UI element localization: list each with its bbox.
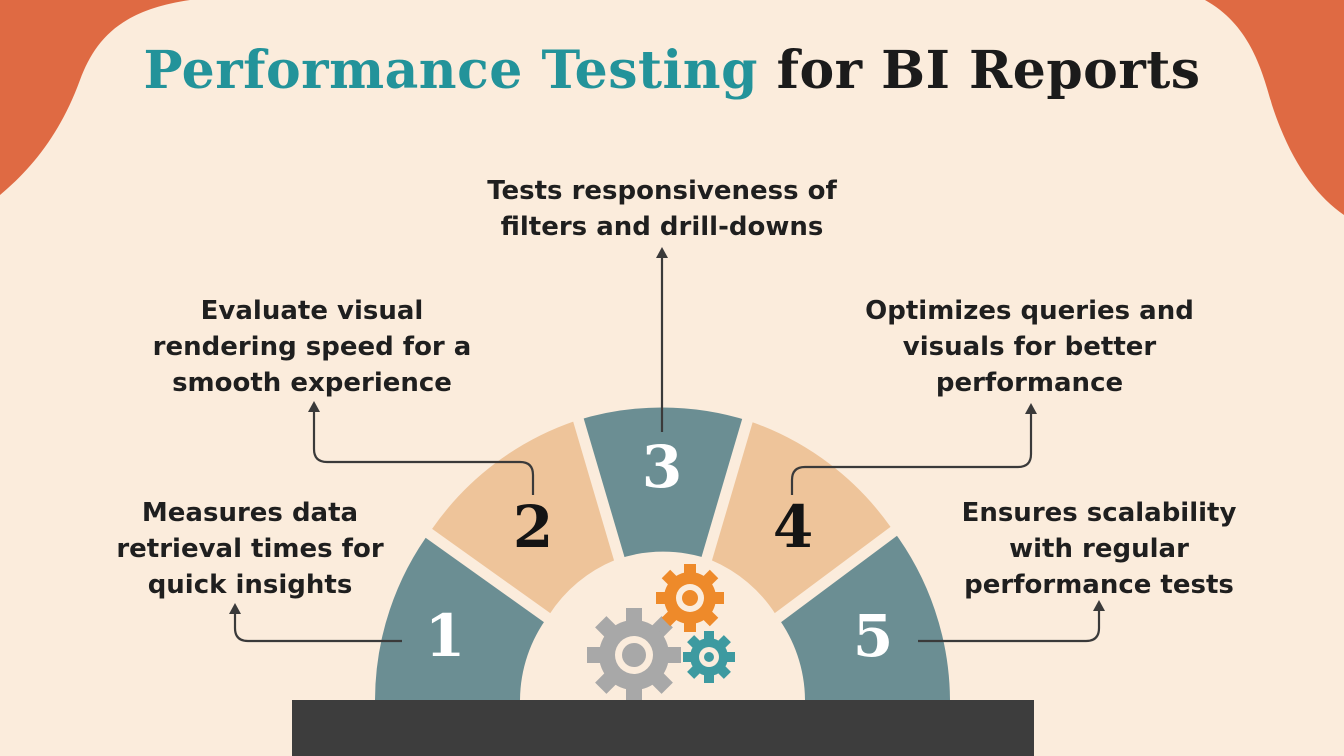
step-number-1: 1 bbox=[424, 602, 466, 670]
connectors bbox=[233, 252, 1101, 643]
base-platform bbox=[292, 700, 1034, 756]
gear-teal-icon bbox=[683, 631, 735, 683]
step-2-description: Evaluate visual rendering speed for a sm… bbox=[152, 296, 472, 398]
segment-2 bbox=[432, 421, 615, 615]
page-title: Performance Testing for BI Reports bbox=[0, 40, 1344, 101]
arc-segments bbox=[375, 407, 950, 700]
separator-3 bbox=[693, 403, 758, 587]
segment-5 bbox=[776, 529, 950, 700]
segment-3 bbox=[575, 407, 749, 560]
separator-4 bbox=[752, 512, 917, 639]
step-3-description: Tests responsiveness of filters and dril… bbox=[487, 176, 837, 242]
segment-1 bbox=[375, 529, 549, 700]
connector-4 bbox=[790, 408, 1033, 495]
step-5-description: Ensures scalability with regular perform… bbox=[961, 498, 1237, 600]
connector-2 bbox=[312, 406, 535, 495]
title-highlight: Performance Testing bbox=[143, 40, 758, 101]
title-rest: for BI Reports bbox=[776, 40, 1201, 101]
step-number-3: 3 bbox=[641, 433, 683, 501]
top-right-corner-shape bbox=[1205, 0, 1344, 215]
step-number-4: 4 bbox=[772, 493, 814, 561]
step-number-5: 5 bbox=[852, 602, 894, 670]
top-left-corner-shape bbox=[0, 0, 190, 195]
separator-2 bbox=[568, 403, 633, 587]
step-number-2: 2 bbox=[512, 493, 554, 561]
arrowhead-5 bbox=[1093, 600, 1105, 611]
segment-separators bbox=[409, 403, 917, 639]
connector-5 bbox=[918, 605, 1101, 643]
arrowhead-2 bbox=[308, 401, 320, 412]
connector-1 bbox=[233, 610, 402, 643]
arrowhead-4 bbox=[1025, 403, 1037, 414]
separator-1 bbox=[409, 517, 574, 639]
arrowheads bbox=[229, 247, 1105, 614]
arrowhead-3 bbox=[656, 247, 668, 258]
gear-orange-icon bbox=[656, 564, 724, 632]
step-1-description: Measures data retrieval times for quick … bbox=[116, 498, 384, 600]
arrowhead-1 bbox=[229, 603, 241, 614]
step-4-description: Optimizes queries and visuals for better… bbox=[865, 296, 1194, 398]
segment-4 bbox=[711, 421, 892, 615]
